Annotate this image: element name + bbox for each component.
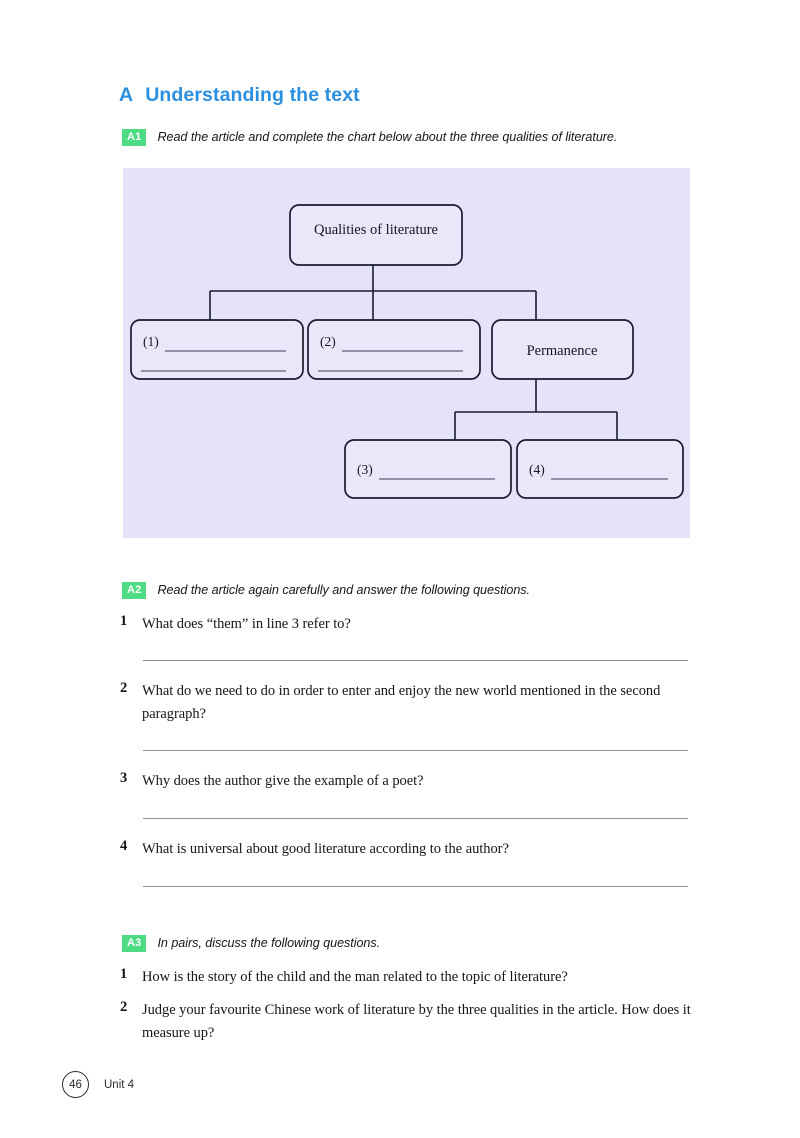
list-item: 4 What is universal about good literatur…	[120, 838, 690, 861]
answer-line[interactable]	[143, 660, 688, 661]
section-letter: A	[119, 84, 134, 106]
chart-node-blank-4: (4)	[516, 439, 684, 499]
chart-connectors	[209, 265, 618, 440]
chart-blank-3-number: (3)	[357, 462, 373, 477]
chart-root-label: Qualities of literature	[314, 222, 438, 238]
question-number: 1	[120, 613, 128, 629]
question-text: How is the story of the child and the ma…	[142, 969, 568, 985]
task-badge-a1: A1	[122, 129, 147, 146]
question-text: Judge your favourite Chinese work of lit…	[142, 1002, 691, 1041]
task-a3-row: A3 In pairs, discuss the following quest…	[122, 935, 381, 953]
question-text: What do we need to do in order to enter …	[142, 683, 661, 722]
task-a3-instruction: In pairs, discuss the following question…	[157, 936, 381, 950]
section-title-text: Understanding the text	[145, 84, 360, 106]
page-footer: 46 Unit 4	[62, 1071, 134, 1098]
task-a2-row: A2 Read the article again carefully and …	[122, 582, 531, 600]
answer-line[interactable]	[143, 750, 688, 751]
question-number: 4	[120, 838, 128, 854]
chart-node-blank-2: (2)	[307, 319, 481, 380]
chart-node-root: Qualities of literature	[289, 204, 463, 266]
list-item: 2 What do we need to do in order to ente…	[120, 680, 685, 726]
qualities-chart-panel: Qualities of literature (1) (2) Permanen…	[123, 168, 690, 538]
list-item: 3 Why does the author give the example o…	[120, 770, 690, 793]
answer-line[interactable]	[143, 886, 688, 887]
list-item: 1 How is the story of the child and the …	[120, 966, 695, 989]
chart-blank-2-number: (2)	[320, 334, 336, 349]
question-number: 3	[120, 770, 128, 786]
chart-node-blank-1: (1)	[130, 319, 304, 380]
question-number: 1	[120, 966, 128, 982]
task-a1-instruction: Read the article and complete the chart …	[157, 130, 618, 144]
chart-blank-1-number: (1)	[143, 334, 159, 349]
answer-line[interactable]	[143, 818, 688, 819]
task-badge-a3: A3	[122, 935, 147, 952]
list-item: 2 Judge your favourite Chinese work of l…	[120, 999, 695, 1045]
chart-node-permanence: Permanence	[491, 319, 634, 380]
question-text: Why does the author give the example of …	[142, 773, 424, 789]
page-title: A Understanding the text	[119, 84, 360, 107]
chart-node-blank-3: (3)	[344, 439, 512, 499]
footer-unit-label: Unit 4	[104, 1078, 135, 1091]
question-number: 2	[120, 999, 128, 1015]
page-number-badge: 46	[62, 1071, 89, 1098]
chart-blank-4-number: (4)	[529, 462, 545, 477]
question-number: 2	[120, 680, 128, 696]
chart-permanence-label: Permanence	[527, 343, 598, 359]
question-text: What does “them” in line 3 refer to?	[142, 616, 351, 632]
task-a1-row: A1 Read the article and complete the cha…	[122, 129, 618, 147]
question-text: What is universal about good literature …	[142, 841, 509, 857]
task-a2-instruction: Read the article again carefully and ans…	[157, 583, 531, 597]
list-item: 1 What does “them” in line 3 refer to?	[120, 613, 690, 636]
task-badge-a2: A2	[122, 582, 147, 599]
